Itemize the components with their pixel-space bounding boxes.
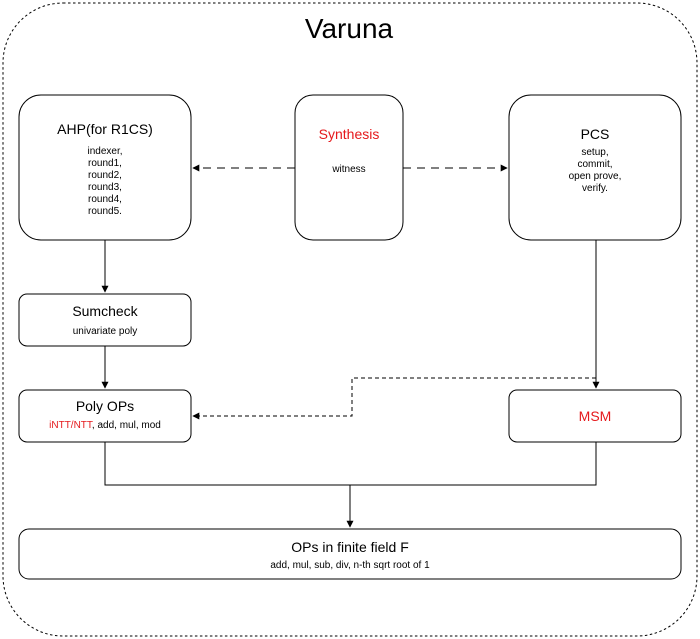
sumcheck-subtitle: univariate poly bbox=[73, 326, 137, 337]
synthesis-node: Synthesis witness bbox=[294, 94, 404, 241]
ahp-line: round3, bbox=[88, 182, 122, 193]
sumcheck-node: Sumcheck univariate poly bbox=[18, 293, 192, 347]
finitefield-subtitle: add, mul, sub, div, n-th sqrt root of 1 bbox=[270, 560, 430, 571]
ahp-node: AHP(for R1CS) indexer, round1, round2, r… bbox=[18, 94, 192, 241]
pcs-line: setup, bbox=[581, 147, 608, 158]
synthesis-title: Synthesis bbox=[319, 126, 380, 142]
pcs-line: verify. bbox=[582, 183, 608, 194]
msm-title: MSM bbox=[579, 408, 612, 424]
pcs-line: open prove, bbox=[569, 171, 622, 182]
ahp-line: round1, bbox=[88, 158, 122, 169]
polyops-rest: , add, mul, mod bbox=[92, 420, 161, 431]
synthesis-subtitle: witness bbox=[331, 164, 365, 175]
ahp-line: round4, bbox=[88, 194, 122, 205]
finitefield-node: OPs in finite field F add, mul, sub, div… bbox=[18, 528, 682, 580]
ahp-title: AHP(for R1CS) bbox=[57, 121, 153, 137]
pcs-title: PCS bbox=[581, 126, 610, 142]
ahp-line: round5. bbox=[88, 206, 122, 217]
pcs-node: PCS setup, commit, open prove, verify. bbox=[508, 94, 682, 241]
edge-polyops-merge bbox=[104, 442, 597, 486]
pcs-line: commit, bbox=[578, 159, 613, 170]
polyops-ops: iNTT/NTT, add, mul, mod bbox=[49, 420, 161, 431]
polyops-node: Poly OPs iNTT/NTT, add, mul, mod bbox=[18, 389, 192, 443]
msm-node: MSM bbox=[508, 389, 682, 443]
polyops-highlight: iNTT/NTT bbox=[49, 420, 93, 431]
ahp-line: round2, bbox=[88, 170, 122, 181]
diagram-title: Varuna bbox=[305, 13, 394, 44]
ahp-line: indexer, bbox=[87, 146, 122, 157]
polyops-title: Poly OPs bbox=[76, 398, 134, 414]
edge-pcs-to-polyops bbox=[192, 377, 596, 420]
sumcheck-title: Sumcheck bbox=[72, 303, 138, 319]
finitefield-title: OPs in finite field F bbox=[291, 539, 409, 555]
